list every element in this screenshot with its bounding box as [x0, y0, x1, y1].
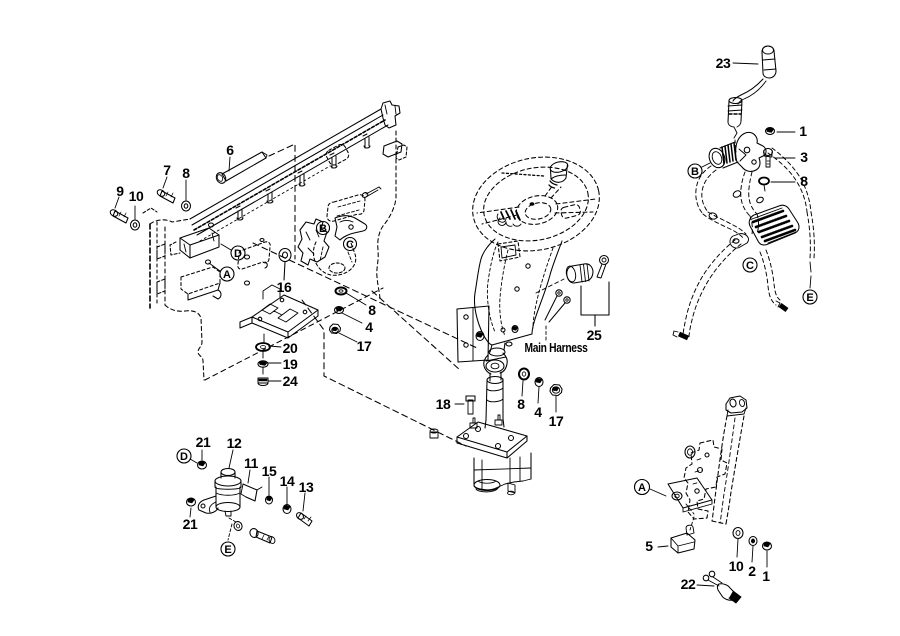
svg-text:24: 24 — [283, 373, 298, 389]
svg-text:8: 8 — [800, 173, 808, 189]
svg-text:B: B — [691, 166, 699, 178]
svg-text:21: 21 — [196, 434, 211, 450]
svg-text:C: C — [746, 260, 754, 272]
svg-text:17: 17 — [549, 413, 564, 429]
svg-text:A: A — [638, 482, 646, 494]
svg-text:6: 6 — [226, 142, 234, 158]
svg-text:8: 8 — [517, 396, 525, 412]
svg-text:10: 10 — [129, 188, 144, 204]
svg-text:5: 5 — [645, 538, 653, 554]
svg-text:A: A — [223, 269, 231, 281]
svg-text:4: 4 — [534, 404, 542, 420]
svg-text:23: 23 — [716, 55, 731, 71]
svg-text:15: 15 — [262, 463, 277, 479]
svg-text:8: 8 — [182, 165, 190, 181]
svg-text:21: 21 — [183, 516, 198, 532]
svg-text:C: C — [346, 239, 354, 251]
svg-text:11: 11 — [244, 455, 259, 471]
svg-text:14: 14 — [280, 473, 295, 489]
svg-text:10: 10 — [729, 558, 744, 574]
svg-text:3: 3 — [800, 149, 808, 165]
svg-text:17: 17 — [357, 338, 372, 354]
svg-text:8: 8 — [368, 302, 376, 318]
svg-text:D: D — [180, 451, 188, 463]
svg-text:12: 12 — [227, 435, 242, 451]
svg-text:1: 1 — [762, 568, 770, 584]
svg-text:22: 22 — [681, 576, 696, 592]
svg-text:16: 16 — [277, 279, 292, 295]
svg-text:9: 9 — [116, 183, 124, 199]
svg-text:D: D — [234, 248, 242, 260]
svg-text:13: 13 — [299, 479, 314, 495]
svg-text:1: 1 — [799, 123, 807, 139]
svg-text:7: 7 — [163, 162, 171, 178]
svg-text:2: 2 — [748, 563, 756, 579]
svg-text:18: 18 — [436, 396, 451, 412]
svg-text:25: 25 — [587, 327, 602, 343]
svg-text:E: E — [806, 292, 813, 304]
svg-text:20: 20 — [283, 340, 298, 356]
svg-text:B: B — [319, 223, 327, 235]
svg-text:19: 19 — [283, 356, 298, 372]
svg-text:E: E — [224, 544, 231, 556]
svg-text:Main Harness: Main Harness — [525, 340, 588, 355]
svg-text:4: 4 — [365, 319, 373, 335]
